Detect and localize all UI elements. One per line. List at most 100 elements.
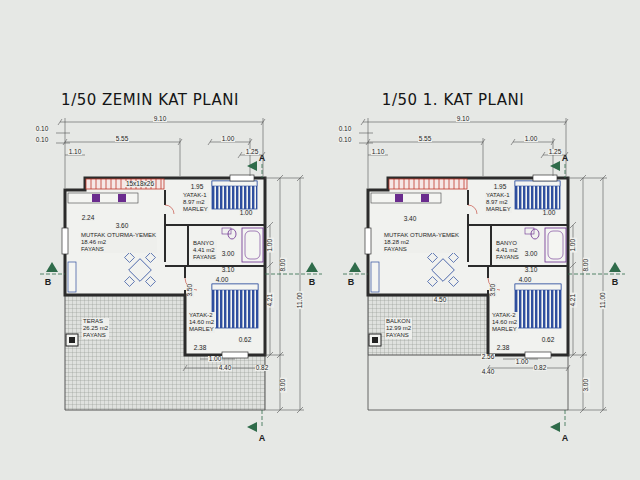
room-text: FAYANS (83, 332, 108, 339)
room-text: 26.25 m2 (83, 325, 108, 332)
dimension-text: 4.40 (218, 365, 233, 372)
dimension-text: 3.10 (221, 267, 236, 274)
room-text: 4.41 m2 (193, 247, 216, 254)
section-marker: B (44, 278, 53, 287)
dimension-text: 1.00 (267, 238, 274, 253)
room-label: YATAK-18.97 m2MARLEY (182, 192, 209, 213)
dimension-text: 9.10 (153, 116, 168, 123)
dimension-text: 1.00 (221, 136, 236, 143)
dimension-text: 3.00 (524, 251, 539, 258)
dimension-text: 1.00 (570, 238, 577, 253)
room-text: BANYO (193, 240, 216, 247)
room-text: FAYANS (496, 254, 519, 261)
room-label: BANYO4.41 m2FAYANS (495, 240, 520, 261)
dimension-text: 1.25 (548, 149, 563, 156)
section-marker: B (611, 278, 620, 287)
room-text: YATAK-2 (492, 312, 517, 319)
dimension-text: 3.60 (115, 223, 130, 230)
room-text: 18.28 m2 (384, 239, 459, 246)
section-marker: A (258, 154, 267, 163)
room-text: BALKON (386, 318, 411, 325)
dimension-text: 3.00 (280, 378, 287, 393)
room-text: 14.60 m2 (492, 319, 517, 326)
plan-title: 1/50 ZEMIN KAT PLANI (60, 93, 240, 108)
room-text: FAYANS (193, 254, 216, 261)
dimension-text: 3.00 (583, 378, 590, 393)
room-text: FAYANS (386, 332, 411, 339)
dimension-text: 4.21 (570, 293, 577, 308)
dimension-text: 3.00 (221, 251, 236, 258)
dimension-text: 8.00 (280, 258, 287, 273)
dimension-text: 4.00 (518, 277, 533, 284)
room-text: BANYO (496, 240, 519, 247)
dimension-text: 1.95 (190, 184, 205, 191)
dimension-text: 0.62 (541, 337, 556, 344)
dimension-text: 2.38 (496, 345, 511, 352)
dimension-text: 4.50 (433, 297, 448, 304)
room-text: FAYANS (81, 246, 156, 253)
room-label: BANYO4.41 m2FAYANS (192, 240, 217, 261)
room-text: YATAK-1 (486, 192, 511, 199)
dimension-text: 3.10 (524, 267, 539, 274)
dimension-text: 2.24 (81, 215, 96, 222)
dimension-text: 5.55 (418, 136, 433, 143)
section-marker: A (561, 154, 570, 163)
dimension-text: 0.82 (255, 365, 270, 372)
dimension-text: 0.62 (238, 337, 253, 344)
room-text: MARLEY (189, 326, 214, 333)
dimension-text: 5.55 (115, 136, 130, 143)
dimension-text: 3.40 (403, 216, 418, 223)
room-label: YATAK-214.60 m2MARLEY (188, 312, 215, 333)
room-text: 4.41 m2 (496, 247, 519, 254)
room-label: YATAK-18.97 m2MARLEY (485, 192, 512, 213)
dimension-text: 0.10 (35, 126, 50, 133)
dimension-text: 0.10 (35, 137, 50, 144)
section-marker: A (258, 434, 267, 443)
dimension-text: 3.50 (187, 283, 194, 298)
room-text: MARLEY (183, 206, 208, 213)
room-text: YATAK-2 (189, 312, 214, 319)
dimension-text: 4.21 (267, 293, 274, 308)
room-text: YATAK-1 (183, 192, 208, 199)
dimension-text: 1.00 (524, 136, 539, 143)
dimension-text: 4.40 (481, 369, 496, 376)
room-label: BALKON12.99 m2FAYANS (385, 318, 412, 339)
dimension-text: 1.00 (542, 210, 557, 217)
room-label: YATAK-214.60 m2MARLEY (491, 312, 518, 333)
room-text: 8.97 m2 (486, 199, 511, 206)
room-label: MUTFAK OTURMA-YEMEK18.46 m2FAYANS (80, 232, 157, 253)
room-label: MUTFAK OTURMA-YEMEK18.28 m2FAYANS (383, 232, 460, 253)
section-marker: B (308, 278, 317, 287)
dimension-text: 0.82 (533, 365, 548, 372)
room-text: 14.60 m2 (189, 319, 214, 326)
room-text: TERAS (83, 318, 108, 325)
dimension-text: 11.00 (297, 291, 304, 309)
dimension-text: 1.10 (68, 149, 83, 156)
room-text: MUTFAK OTURMA-YEMEK (81, 232, 156, 239)
dimension-text: 1.95 (493, 184, 508, 191)
room-text: MARLEY (486, 206, 511, 213)
room-text: MUTFAK OTURMA-YEMEK (384, 232, 459, 239)
room-text: 12.99 m2 (386, 325, 411, 332)
dimension-text: 1.25 (245, 149, 260, 156)
dimension-text: 1.00 (208, 356, 223, 363)
room-text: 8.97 m2 (183, 199, 208, 206)
dimension-text: 1.00 (239, 210, 254, 217)
dimension-text: 1.00 (515, 359, 530, 366)
dimension-text: 0.10 (338, 126, 353, 133)
section-marker: B (347, 278, 356, 287)
room-text: FAYANS (384, 246, 459, 253)
dimension-text: 8.00 (583, 258, 590, 273)
room-label: TERAS26.25 m2FAYANS (82, 318, 109, 339)
dimension-text: 3.50 (490, 283, 497, 298)
dimension-text: 15x18x26 (125, 181, 155, 188)
dimension-text: 9.10 (456, 116, 471, 123)
dimension-text: 11.00 (600, 291, 607, 309)
dimension-text: 2.56 (481, 354, 496, 361)
section-marker: A (561, 434, 570, 443)
dimension-text: 2.38 (193, 345, 208, 352)
dimension-text: 0.10 (338, 137, 353, 144)
dimension-text: 1.10 (371, 149, 386, 156)
plan-title: 1/50 1. KAT PLANI (381, 93, 525, 108)
